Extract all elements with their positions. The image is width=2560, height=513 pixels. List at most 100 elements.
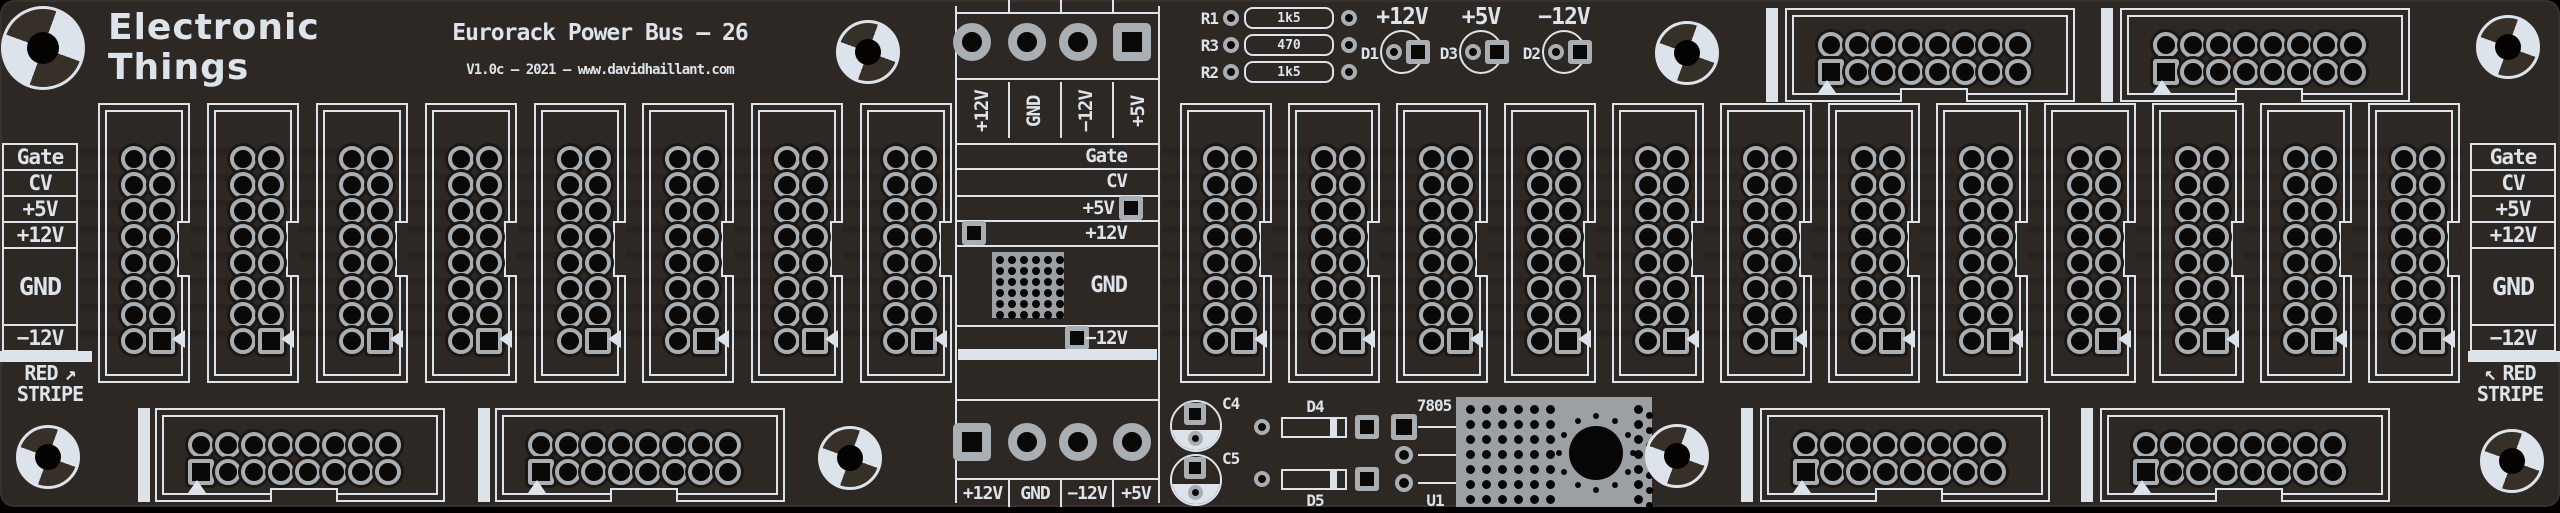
pin-pad (2203, 276, 2229, 302)
pin-pad (230, 198, 256, 224)
pin1-arrow-icon (281, 330, 294, 348)
pin-pad (1339, 224, 1365, 250)
bus-line-4 (957, 245, 1158, 247)
logo-roundel (1, 6, 85, 90)
heatsink-via (1466, 465, 1475, 474)
idc-connector-16pin-vertical (98, 103, 190, 383)
pin-pad (557, 328, 583, 354)
right-label-cv: CV (2470, 169, 2556, 197)
gnd-via (1056, 289, 1064, 297)
pin-pad (1771, 302, 1797, 328)
resistor-value: 1k5 (1277, 10, 1301, 26)
pin-pad (2391, 328, 2417, 354)
terminal-vlabel-gnd: GND (1023, 95, 1045, 127)
pin-pad (2206, 32, 2233, 58)
pin-pad (1419, 276, 1445, 302)
pin-pad (1663, 224, 1689, 250)
heatsink-via (1482, 480, 1491, 489)
pin-pad (693, 172, 719, 198)
pin-pad (2067, 302, 2093, 328)
pin-pad (188, 432, 214, 458)
pin-pad (1419, 224, 1445, 250)
pin-pad (2203, 198, 2229, 224)
pin-pad (911, 276, 937, 302)
pin-pad (1231, 198, 1257, 224)
pin-pad (1231, 146, 1257, 172)
connector-key-notch (613, 221, 626, 277)
mounting-hole (1645, 424, 1709, 488)
idc-connector-16pin-vertical (425, 103, 517, 383)
pin-pad (1635, 328, 1661, 354)
diode-cathode-band (1330, 419, 1337, 436)
pin-pad (1846, 459, 1873, 485)
pin-pad (2286, 32, 2313, 58)
pin-pad (2259, 32, 2286, 58)
pin-pad (1447, 276, 1473, 302)
mounting-hole (16, 425, 80, 489)
pin1-arrow-icon (2010, 330, 2023, 348)
heatsink-via (1530, 420, 1539, 429)
gnd-via (996, 300, 1004, 308)
pin-pad (1203, 146, 1229, 172)
pin-pad (214, 459, 241, 485)
heatsink-via (1611, 482, 1618, 489)
top-terminal-pad-gnd (1008, 23, 1046, 61)
pin-pad (2233, 32, 2260, 58)
pin-pad (1898, 32, 1925, 58)
brand-line1: Electronic (108, 7, 320, 48)
pin-pad (1879, 302, 1905, 328)
pin-pad (448, 146, 474, 172)
pin-pad (2339, 59, 2366, 85)
pin-pad (2213, 459, 2240, 485)
pin-pad (2239, 459, 2266, 485)
pin-pad (1959, 146, 1985, 172)
resistor-pad (1223, 10, 1239, 26)
pin-pad (557, 250, 583, 276)
resistor-ref: R3 (1200, 36, 1219, 55)
red-stripe-marker (138, 408, 150, 502)
red-stripe-marker (1741, 408, 1753, 502)
pin-pad (1771, 198, 1797, 224)
pin-pad (585, 198, 611, 224)
bottom-terminal-pad-p5v (1113, 423, 1151, 461)
pin-pad (554, 432, 581, 458)
pin-pad (258, 146, 284, 172)
idc-connector-16pin-vertical (316, 103, 408, 383)
led-rail-label: −12V (1538, 4, 1590, 30)
pin-pad (774, 328, 800, 354)
idc-connector-16pin-vertical (1828, 103, 1920, 383)
connector-key-notch (2339, 221, 2352, 277)
right-red-stripe-bar (2468, 351, 2560, 362)
pin-pad (241, 432, 268, 458)
gnd-via (1020, 300, 1028, 308)
pin-pad (1635, 146, 1661, 172)
pin-pad (1555, 276, 1581, 302)
pin-pad (2283, 172, 2309, 198)
pin-pad (1879, 172, 1905, 198)
pin-pad (1231, 250, 1257, 276)
gnd-via (1044, 278, 1052, 286)
mounting-hole (818, 426, 882, 490)
pin-pad (1527, 198, 1553, 224)
pin-pad (774, 250, 800, 276)
pin-pad (1447, 224, 1473, 250)
connector-key-notch (830, 221, 843, 277)
heatsink-via (1514, 480, 1523, 489)
pin-pad (2391, 172, 2417, 198)
pin-pad (1924, 32, 1951, 58)
brand-name: Electronic Things (108, 8, 320, 88)
heatsink-via (1530, 495, 1539, 504)
idc-connector-16pin-vertical (207, 103, 299, 383)
led-pad (1548, 44, 1564, 60)
pin-pad (476, 250, 502, 276)
pin-pad (2259, 59, 2286, 85)
heatsink-via (1625, 468, 1632, 475)
top-terminal-pad-p12v (953, 23, 991, 61)
heatsink-via (1466, 480, 1475, 489)
pin-pad (241, 459, 268, 485)
pin-pad (1851, 146, 1877, 172)
idc-connector-16pin-horizontal (2120, 8, 2410, 102)
pin-pad (911, 224, 937, 250)
